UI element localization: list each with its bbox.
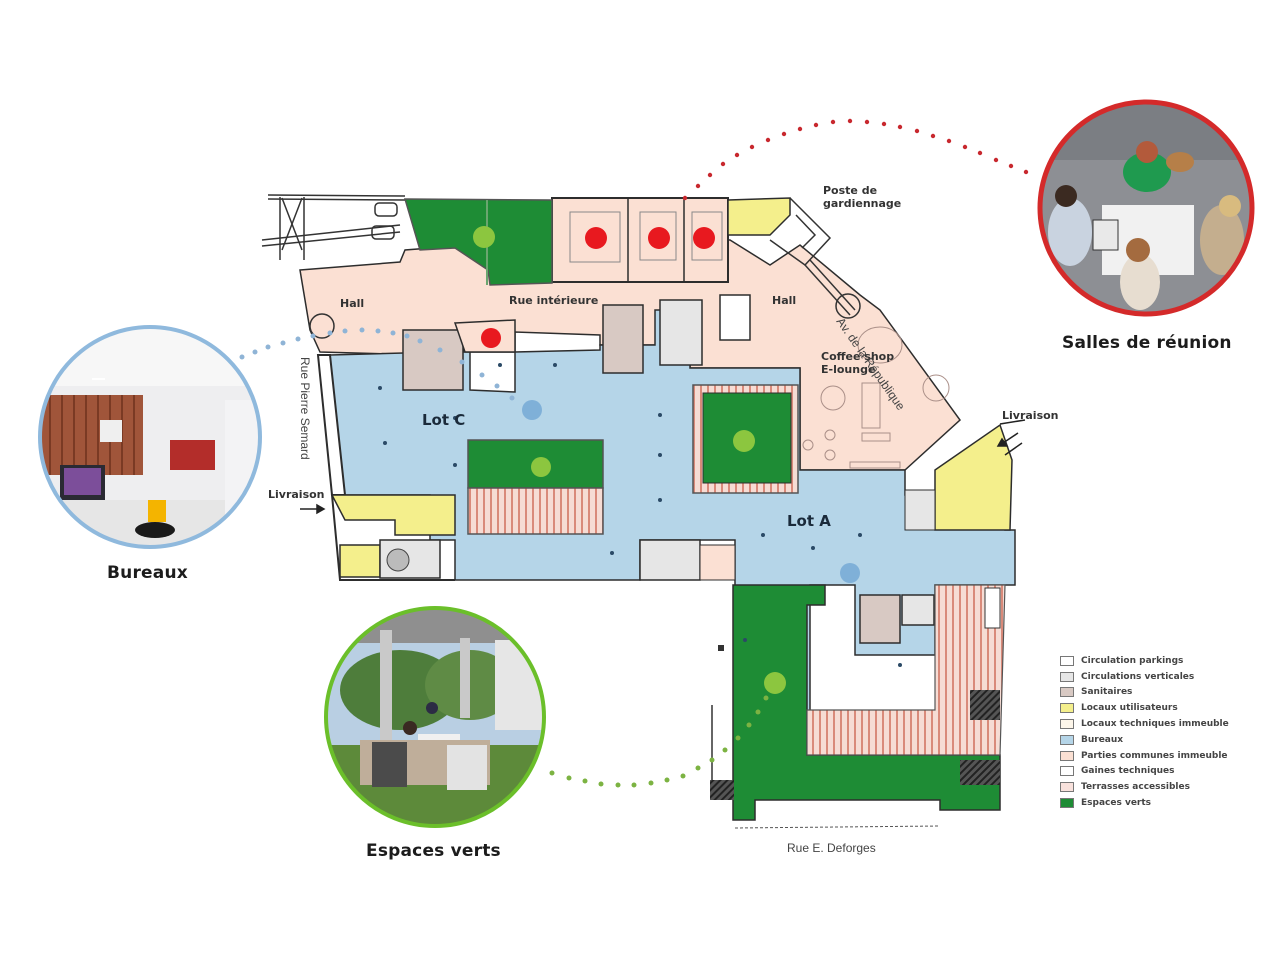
parking-area xyxy=(261,194,406,260)
label-hall-east: Hall xyxy=(772,294,797,307)
sanitaires-core-1 xyxy=(402,329,464,391)
livraison-west-arrow-icon xyxy=(300,503,326,515)
label-poste-de-gardiennage: Poste de gardiennage xyxy=(823,184,902,210)
street-pierre-semard: Rue Pierre Semard xyxy=(298,357,312,460)
locaux-utilisateurs-west xyxy=(330,494,456,536)
meeting-room-photo-ring xyxy=(1037,99,1255,317)
legend-item: Locaux utilisateurs xyxy=(1060,700,1229,716)
legend-swatch xyxy=(1060,719,1074,730)
offices-title: Bureaux xyxy=(107,563,188,583)
locaux-utilisateurs-north xyxy=(727,197,791,236)
meeting-rooms-title: Salles de réunion xyxy=(1062,333,1232,353)
legend-swatch xyxy=(1060,750,1074,761)
legend-swatch xyxy=(1060,734,1074,745)
green-space-photo-ring xyxy=(324,606,546,828)
legend-item: Circulations verticales xyxy=(1060,669,1229,685)
terrasse-lot-c xyxy=(467,487,604,535)
lot-c-label: Lot C xyxy=(422,411,466,429)
connector-meeting xyxy=(682,118,1029,201)
connector-offices xyxy=(239,327,515,401)
label-livraison-east: Livraison xyxy=(1002,409,1059,422)
legend-swatch xyxy=(1060,655,1074,666)
legend-item: Parties communes immeuble xyxy=(1060,748,1229,764)
green-spaces-title: Espaces verts xyxy=(366,841,501,861)
legend-swatch xyxy=(1060,703,1074,714)
legend-item: Sanitaires xyxy=(1060,685,1229,701)
green-space-markers xyxy=(473,226,786,694)
legend-swatch xyxy=(1060,766,1074,777)
label-coffee-shop: Coffee shop E-lounge xyxy=(821,350,895,376)
street-deforges: Rue E. Deforges xyxy=(787,841,876,855)
legend-item: Bureaux xyxy=(1060,732,1229,748)
green-space-photo xyxy=(326,608,544,826)
legend-item: Locaux techniques immeuble xyxy=(1060,716,1229,732)
terrasse-lot-a-south xyxy=(806,584,1006,756)
legend-item: Gaines techniques xyxy=(1060,764,1229,780)
legend-item: Espaces verts xyxy=(1060,795,1229,811)
livraison-east-arrow-icon xyxy=(996,419,1026,456)
lot-a-label: Lot A xyxy=(787,512,831,530)
label-livraison-west: Livraison xyxy=(268,488,325,501)
legend-item: Terrasses accessibles xyxy=(1060,779,1229,795)
legend: Circulation parkings Circulations vertic… xyxy=(1060,653,1229,811)
legend-swatch xyxy=(1060,671,1074,682)
connector-green xyxy=(549,695,769,788)
legend-swatch xyxy=(1060,687,1074,698)
legend-swatch xyxy=(1060,798,1074,809)
office-photo-ring xyxy=(38,325,262,549)
coffee-furniture xyxy=(802,326,950,469)
espaces-verts-lot-a-south xyxy=(732,584,1001,821)
meeting-room-markers xyxy=(481,227,715,348)
label-rue-interieure: Rue intérieure xyxy=(509,294,599,307)
office-markers xyxy=(522,400,860,583)
label-hall-west: Hall xyxy=(340,297,365,310)
guard-post xyxy=(769,197,856,316)
legend-item: Circulation parkings xyxy=(1060,653,1229,669)
legend-swatch xyxy=(1060,782,1074,793)
column-dots xyxy=(378,363,902,667)
